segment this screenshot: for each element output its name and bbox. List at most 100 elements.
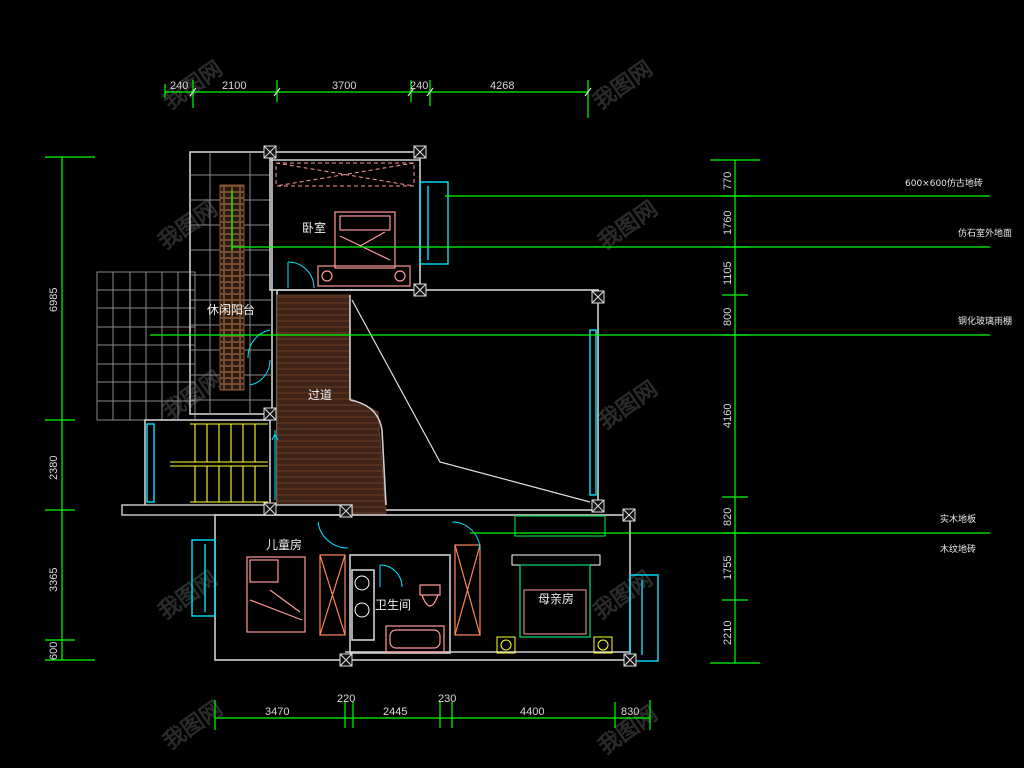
lower-block-walls bbox=[214, 514, 631, 661]
right-dimension-chain: 770 1760 1105 800 4160 820 1755 2210 bbox=[710, 159, 760, 664]
childrens-bed-cover bbox=[249, 589, 303, 621]
void-diagonal bbox=[351, 299, 591, 503]
corridor-wood-floor bbox=[276, 294, 387, 516]
watermark-layer: 我图网 我图网 我图网 我图网 我图网 我图网 我图网 我图网 我图网 我图网 bbox=[154, 57, 662, 760]
lower-block: 儿童房 卫生间 母亲房 bbox=[191, 514, 659, 662]
nightstand bbox=[496, 636, 516, 654]
dimension-label: 1760 bbox=[722, 211, 734, 235]
dim-slash bbox=[407, 87, 415, 97]
terrace-grid bbox=[97, 272, 195, 420]
nightstand-lamp bbox=[597, 639, 609, 651]
bathroom-walls bbox=[349, 554, 451, 654]
bedroom-walls bbox=[269, 151, 421, 291]
dim-slash bbox=[584, 87, 592, 97]
bathtub bbox=[385, 625, 445, 653]
column-marker bbox=[413, 283, 427, 297]
nightstand-lamp bbox=[394, 270, 406, 282]
callout-label: 钢化玻璃雨棚 bbox=[958, 315, 1012, 327]
bathroom-vanity bbox=[351, 569, 375, 641]
dimension-label: 820 bbox=[722, 508, 734, 526]
top-dimension-chain: 240 2100 3700 240 4268 bbox=[164, 80, 592, 118]
callout-label: 木纹地砖 bbox=[940, 543, 976, 555]
bedroom-window bbox=[419, 181, 449, 265]
mother-room-headboard bbox=[511, 554, 601, 566]
stair-treads bbox=[170, 423, 268, 503]
watermark: 我图网 bbox=[154, 197, 222, 255]
column-marker bbox=[622, 508, 636, 522]
material-callouts: 600×600仿古地砖 仿石室外地面 钢化玻璃雨棚 实木地板 木纹地砖 bbox=[150, 177, 1012, 555]
bedroom: 卧室 bbox=[269, 151, 449, 291]
dim-slash bbox=[273, 87, 281, 97]
callout-label: 仿石室外地面 bbox=[958, 227, 1012, 239]
staircase bbox=[144, 419, 279, 507]
void-side-window bbox=[589, 329, 597, 496]
mother-room-window bbox=[629, 574, 659, 662]
dimension-label: 2100 bbox=[222, 80, 246, 92]
floor-ledge bbox=[121, 504, 353, 516]
room-label-mother-room: 母亲房 bbox=[538, 591, 574, 606]
column-marker bbox=[413, 145, 427, 159]
room-label-childrens-room: 儿童房 bbox=[266, 537, 302, 552]
dimension-label: 6985 bbox=[48, 288, 60, 312]
callout-label: 600×600仿古地砖 bbox=[905, 177, 983, 189]
watermark: 我图网 bbox=[594, 377, 662, 435]
mother-room-bed-cover bbox=[523, 589, 587, 635]
room-label-bathroom: 卫生间 bbox=[375, 598, 411, 612]
childrens-wardrobe-x bbox=[319, 554, 346, 636]
void-curve bbox=[349, 399, 387, 506]
bedroom-bed bbox=[334, 211, 396, 269]
nightstand-lamp bbox=[500, 639, 512, 651]
mother-room-bed bbox=[519, 564, 591, 638]
bedroom-closet bbox=[275, 162, 415, 187]
dimension-label: 600 bbox=[48, 642, 60, 660]
dimension-label: 2445 bbox=[383, 706, 407, 718]
bedroom-door-arc bbox=[287, 261, 315, 289]
dim-slash bbox=[426, 87, 434, 97]
column-marker bbox=[623, 653, 637, 667]
column-marker bbox=[591, 499, 605, 513]
dimension-label: 4268 bbox=[490, 80, 514, 92]
leisure-balcony bbox=[189, 151, 273, 415]
column-marker bbox=[263, 407, 277, 421]
mother-room-door-arc bbox=[451, 521, 481, 551]
left-dimension-chain: 6985 2380 3365 600 bbox=[45, 156, 95, 661]
dimension-label: 3700 bbox=[332, 80, 356, 92]
childrens-room-window bbox=[191, 539, 216, 617]
balcony-door-arc bbox=[247, 329, 271, 386]
dimension-label: 770 bbox=[722, 172, 734, 190]
dimension-label: 240 bbox=[170, 80, 188, 92]
dimension-label: 3365 bbox=[48, 568, 60, 592]
dimension-label: 800 bbox=[722, 308, 734, 326]
column-marker bbox=[591, 290, 605, 304]
dimension-label: 220 bbox=[337, 693, 355, 705]
room-label-bedroom: 卧室 bbox=[302, 220, 326, 235]
childrens-bed bbox=[246, 556, 306, 633]
dimension-label: 4400 bbox=[520, 706, 544, 718]
dimension-label: 2380 bbox=[48, 456, 60, 480]
dim-slash bbox=[189, 87, 197, 97]
nightstand bbox=[593, 636, 613, 654]
stair-direction-arrow bbox=[271, 430, 279, 500]
bedroom-pillow bbox=[339, 215, 391, 231]
stair-window bbox=[146, 423, 155, 503]
column-marker bbox=[339, 504, 353, 518]
column-marker bbox=[339, 653, 353, 667]
toilet bbox=[419, 584, 441, 607]
room-label-corridor: 过道 bbox=[308, 388, 332, 402]
bathroom-sink bbox=[354, 575, 370, 591]
watermark: 我图网 bbox=[589, 57, 657, 115]
childrens-bed-pillow bbox=[249, 559, 279, 583]
bathroom-door-arc bbox=[379, 564, 403, 588]
dimension-label: 3470 bbox=[265, 706, 289, 718]
balcony-outline bbox=[189, 151, 273, 415]
column-markers bbox=[263, 145, 637, 667]
dimension-label: 240 bbox=[410, 80, 428, 92]
childrens-door-arc bbox=[317, 521, 349, 549]
dimension-label: 830 bbox=[621, 706, 639, 718]
bedroom-bed-base bbox=[317, 265, 411, 287]
column-marker bbox=[263, 145, 277, 159]
upper-main-block: 休闲阳台 过道 bbox=[207, 289, 599, 516]
watermark: 我图网 bbox=[159, 697, 227, 755]
bedroom-bed-cover bbox=[339, 231, 391, 261]
